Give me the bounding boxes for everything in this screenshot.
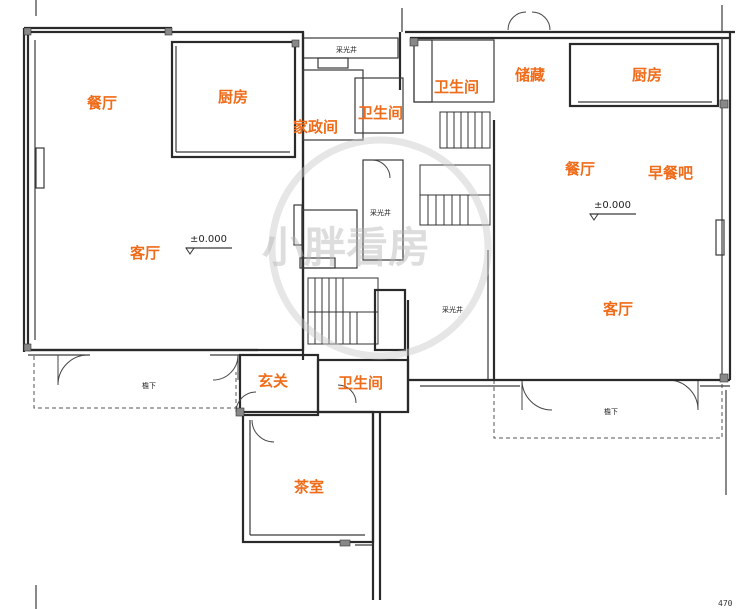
room-center-bath-top: 卫生间	[358, 104, 403, 122]
stairs-right-mid	[419, 164, 491, 226]
label-shaft-right: 采光井	[442, 305, 463, 314]
eave-areas	[33, 356, 723, 439]
level-marker-right: ±0.000	[589, 200, 636, 221]
label-shaft-mid: 采光井	[370, 208, 391, 217]
room-storage: 储藏	[515, 66, 545, 84]
edge-dimension-text: 470	[718, 599, 733, 608]
room-left-dining: 餐厅	[87, 94, 117, 112]
stairs-right-top	[439, 111, 491, 149]
room-right-living: 客厅	[602, 300, 633, 318]
room-tea: 茶室	[294, 478, 324, 496]
room-right-dining: 餐厅	[565, 160, 595, 178]
level-text-left: ±0.000	[190, 234, 227, 245]
center-core-walls	[235, 32, 410, 600]
level-text-right: ±0.000	[594, 200, 631, 211]
room-left-kitchen: 厨房	[218, 88, 248, 106]
room-left-living: 客厅	[129, 244, 160, 262]
room-foyer: 玄关	[258, 372, 288, 390]
doors	[57, 11, 699, 443]
label-eave-right: 檐下	[604, 407, 618, 416]
room-housekeeping: 家政间	[293, 118, 338, 136]
stairs-left	[307, 277, 379, 345]
room-breakfast-bar: 早餐吧	[648, 164, 693, 182]
room-right-bath: 卫生间	[434, 78, 479, 96]
room-center-bath-bottom: 卫生间	[338, 374, 383, 392]
label-shaft-top: 采光井	[336, 45, 357, 54]
watermark-text: 小胖看房	[262, 223, 430, 272]
level-marker-left: ±0.000	[185, 234, 232, 255]
watermark: 小胖看房	[262, 136, 492, 360]
label-eave-left: 檐下	[142, 381, 156, 390]
right-unit-walls	[35, 0, 735, 609]
left-unit-walls	[22, 26, 399, 356]
room-right-kitchen: 厨房	[632, 66, 662, 84]
